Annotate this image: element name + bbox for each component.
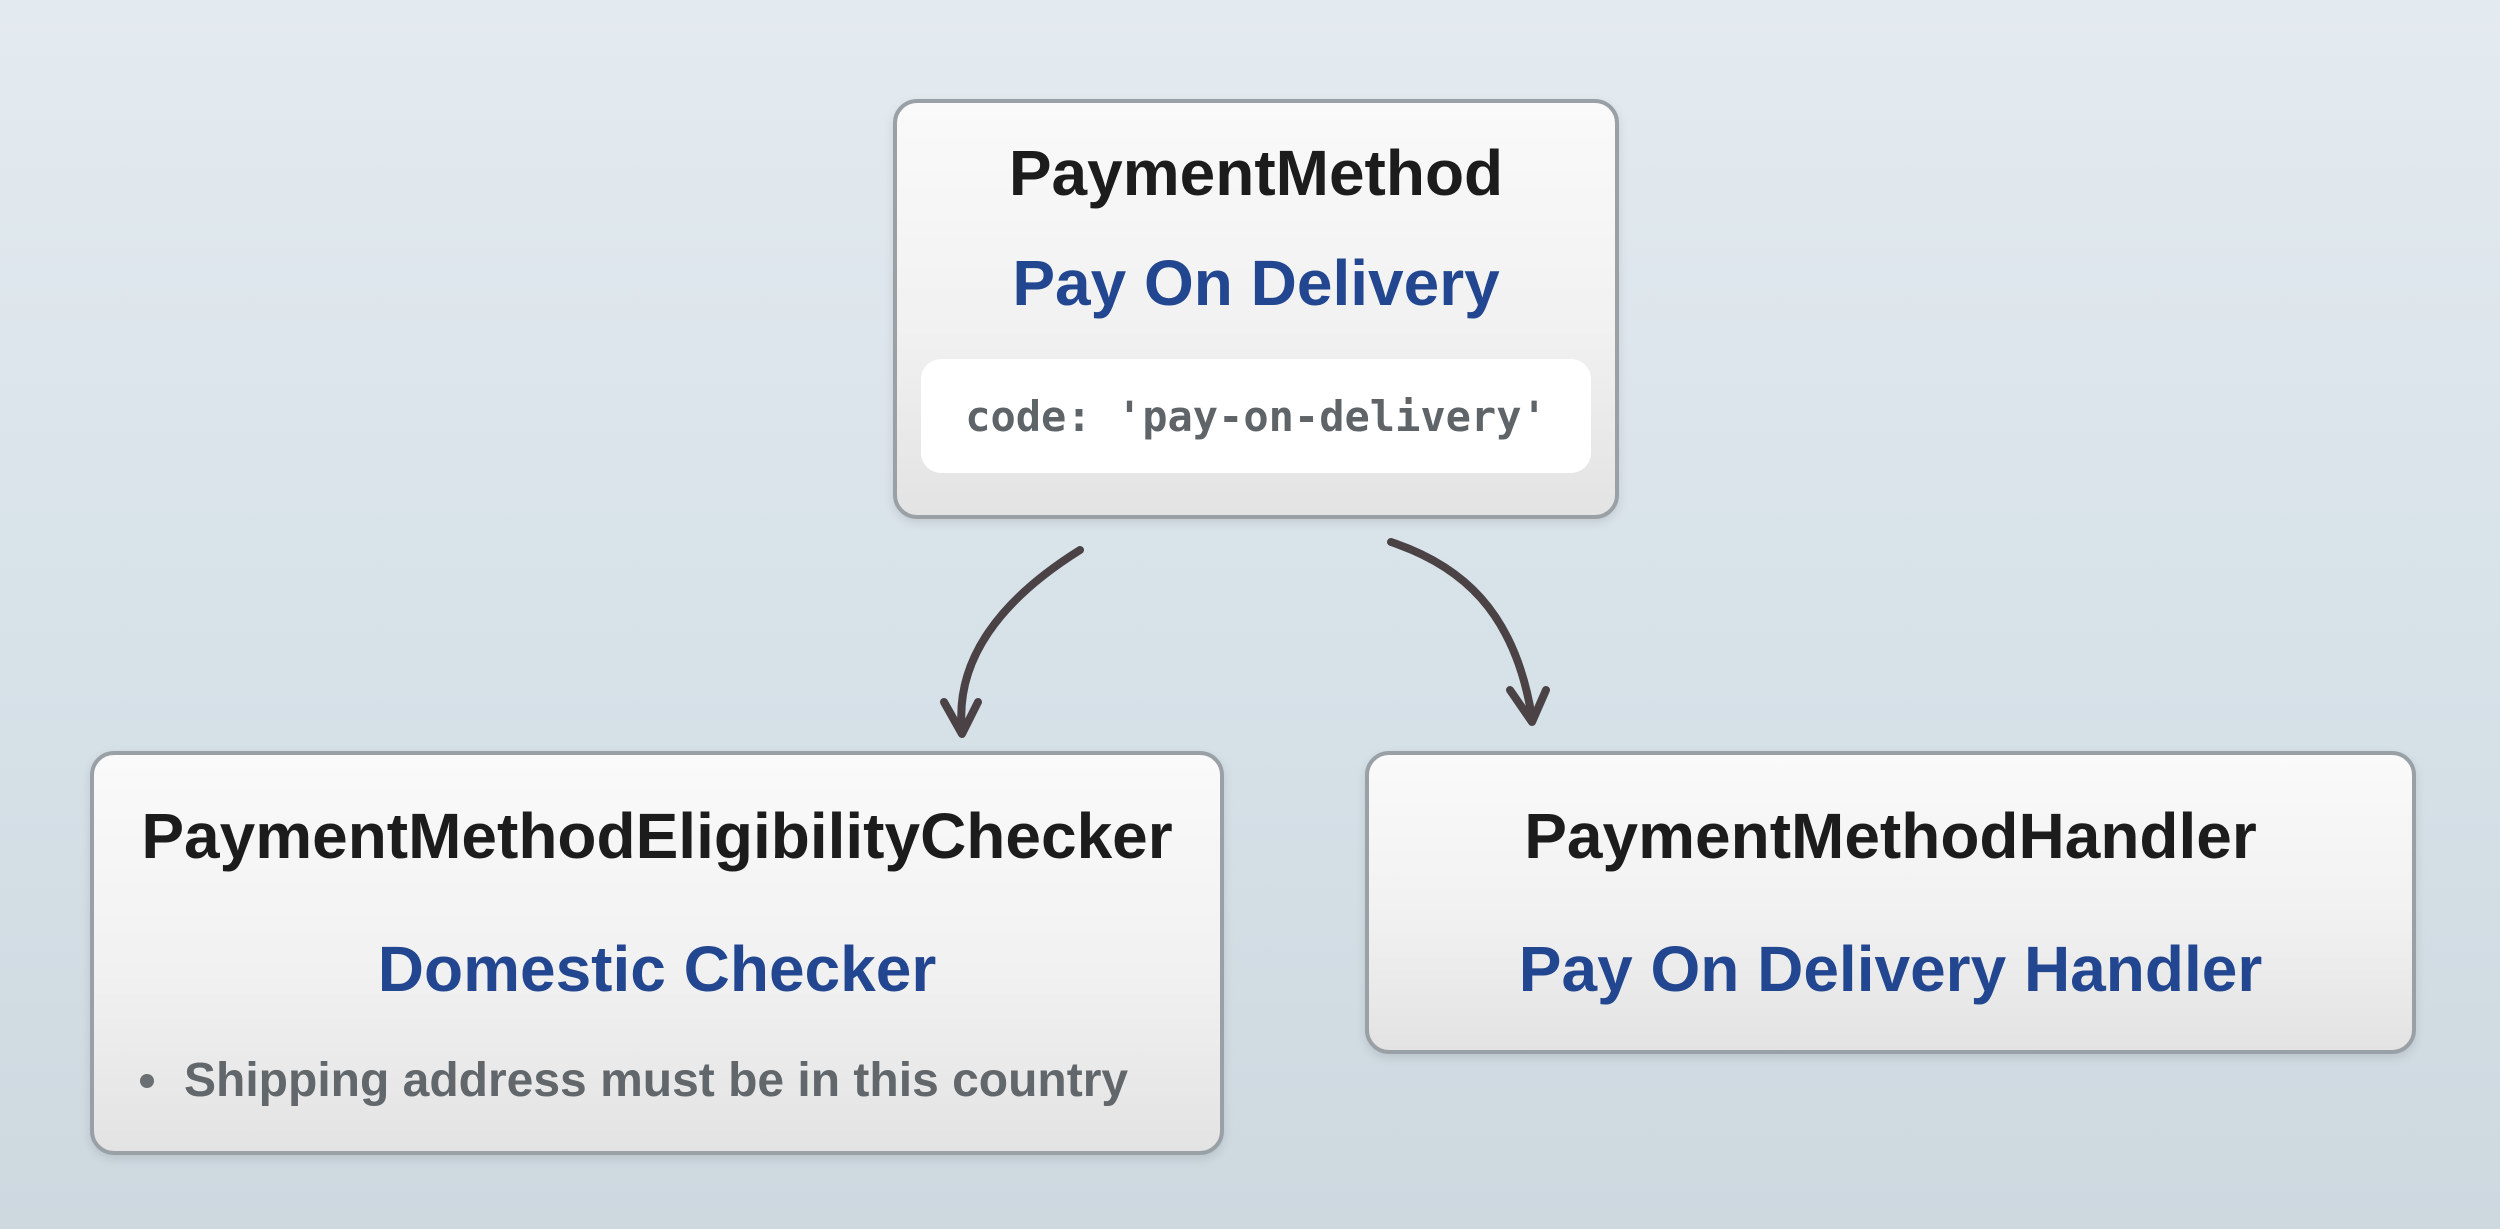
arrow-to-handler xyxy=(1387,538,1536,722)
bullet-icon xyxy=(140,1074,154,1088)
node-name-label: Domestic Checker xyxy=(377,933,937,1005)
arrowhead-to-eligibility-checker xyxy=(940,698,982,738)
node-name-label: Pay On Delivery xyxy=(1012,247,1500,319)
bullet-item: Shipping address must be in this country xyxy=(140,1057,1200,1105)
arrowhead-to-handler xyxy=(1506,686,1550,726)
node-type-label: PaymentMethodHandler xyxy=(1524,800,2257,872)
node-type-label: PaymentMethod xyxy=(1008,137,1504,209)
node-name-label: Pay On Delivery Handler xyxy=(1518,933,2263,1005)
code-box: code: 'pay-on-delivery' xyxy=(921,359,1591,473)
payment-method-node: PaymentMethod Pay On Delivery code: 'pay… xyxy=(893,99,1619,519)
arrow-to-eligibility-checker xyxy=(957,546,1084,734)
eligibility-checker-node: PaymentMethodEligibilityChecker Domestic… xyxy=(90,751,1224,1155)
code-value: code: 'pay-on-delivery' xyxy=(965,391,1547,441)
bullet-text: Shipping address must be in this country xyxy=(184,1054,1129,1107)
node-type-label: PaymentMethodEligibilityChecker xyxy=(141,800,1173,872)
handler-node: PaymentMethodHandler Pay On Delivery Han… xyxy=(1365,751,2416,1054)
